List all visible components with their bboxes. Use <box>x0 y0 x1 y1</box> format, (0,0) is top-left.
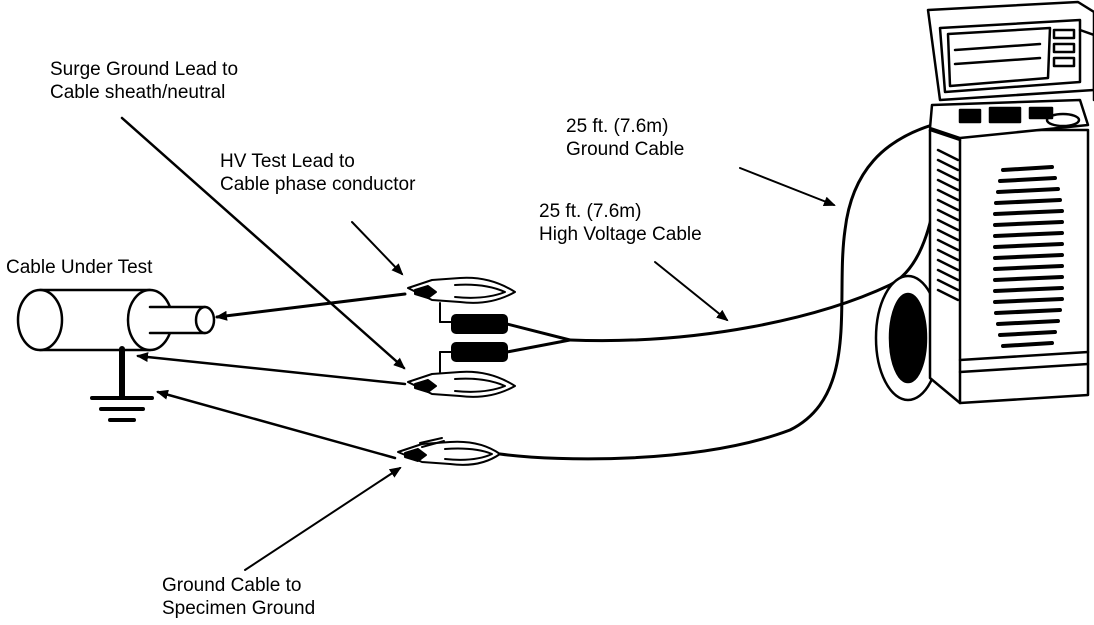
ground-connection-arrow <box>156 389 397 460</box>
high-voltage-cable <box>505 198 937 354</box>
ground-cable-length-label: 25 ft. (7.6m) Ground Cable <box>566 115 684 161</box>
specimen-ground-label: Ground Cable to Specimen Ground <box>162 574 315 620</box>
hv-test-lead-label: HV Test Lead to Cable phase conductor <box>220 150 415 196</box>
surge-ground-label-line2: Cable sheath/neutral <box>50 82 226 103</box>
sheath-connection-arrow <box>136 352 407 386</box>
hv-test-lead-label-line1: HV Test Lead to <box>220 151 355 172</box>
surge-ground-label: Surge Ground Lead to Cable sheath/neutra… <box>50 58 238 104</box>
conductor-connection-arrow <box>215 292 407 321</box>
hv-test-lead-label-line2: Cable phase conductor <box>220 174 416 195</box>
surge-ground-lead-clip-icon <box>407 342 516 398</box>
ground-cable-length-line1: 25 ft. (7.6m) <box>566 116 669 137</box>
ground-symbol-icon <box>90 346 154 422</box>
hv-test-pointer <box>351 221 404 276</box>
specimen-ground-clip-icon <box>397 437 501 466</box>
cable-under-test-icon <box>16 288 216 352</box>
specimen-ground-label-line1: Ground Cable to <box>162 575 302 596</box>
ground-cable <box>498 123 934 461</box>
test-set-instrument-icon <box>874 0 1094 405</box>
hv-cable-length-line2: High Voltage Cable <box>539 224 702 245</box>
specimen-ground-label-line2: Specimen Ground <box>162 598 316 619</box>
hv-cable-length-line1: 25 ft. (7.6m) <box>539 201 642 222</box>
hv-cable-pointer <box>654 261 729 322</box>
hv-test-lead-clip-icon <box>407 276 516 334</box>
surge-ground-pointer <box>120 116 406 370</box>
hv-cable-length-label: 25 ft. (7.6m) High Voltage Cable <box>539 200 702 246</box>
surge-ground-label-line1: Surge Ground Lead to <box>50 59 239 80</box>
cable-under-test-label: Cable Under Test <box>6 257 153 278</box>
specimen-ground-pointer <box>244 466 402 571</box>
ground-cable-pointer <box>739 167 836 206</box>
ground-cable-length-line2: Ground Cable <box>566 139 685 160</box>
